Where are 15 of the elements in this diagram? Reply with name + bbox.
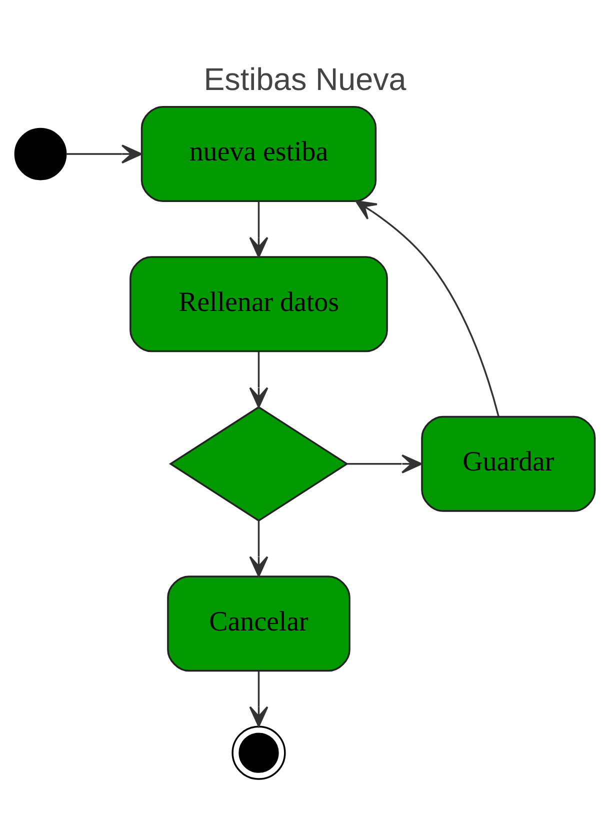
arrow bbox=[355, 200, 500, 416]
node-box: nueva estiba bbox=[140, 106, 377, 202]
arrow bbox=[347, 454, 422, 473]
node-bullseye bbox=[232, 725, 286, 780]
arrow bbox=[249, 351, 268, 408]
diagram-title: Estibas Nueva bbox=[204, 62, 406, 97]
node-diamond bbox=[168, 406, 349, 522]
node-circle bbox=[14, 127, 67, 180]
arrow bbox=[249, 670, 268, 727]
node-box: Rellenar datos bbox=[130, 256, 388, 352]
arrow bbox=[66, 144, 142, 164]
node-box: Guardar bbox=[421, 415, 596, 512]
arrow bbox=[249, 200, 268, 258]
arrow bbox=[249, 520, 268, 576]
node-box: Cancelar bbox=[167, 575, 350, 672]
